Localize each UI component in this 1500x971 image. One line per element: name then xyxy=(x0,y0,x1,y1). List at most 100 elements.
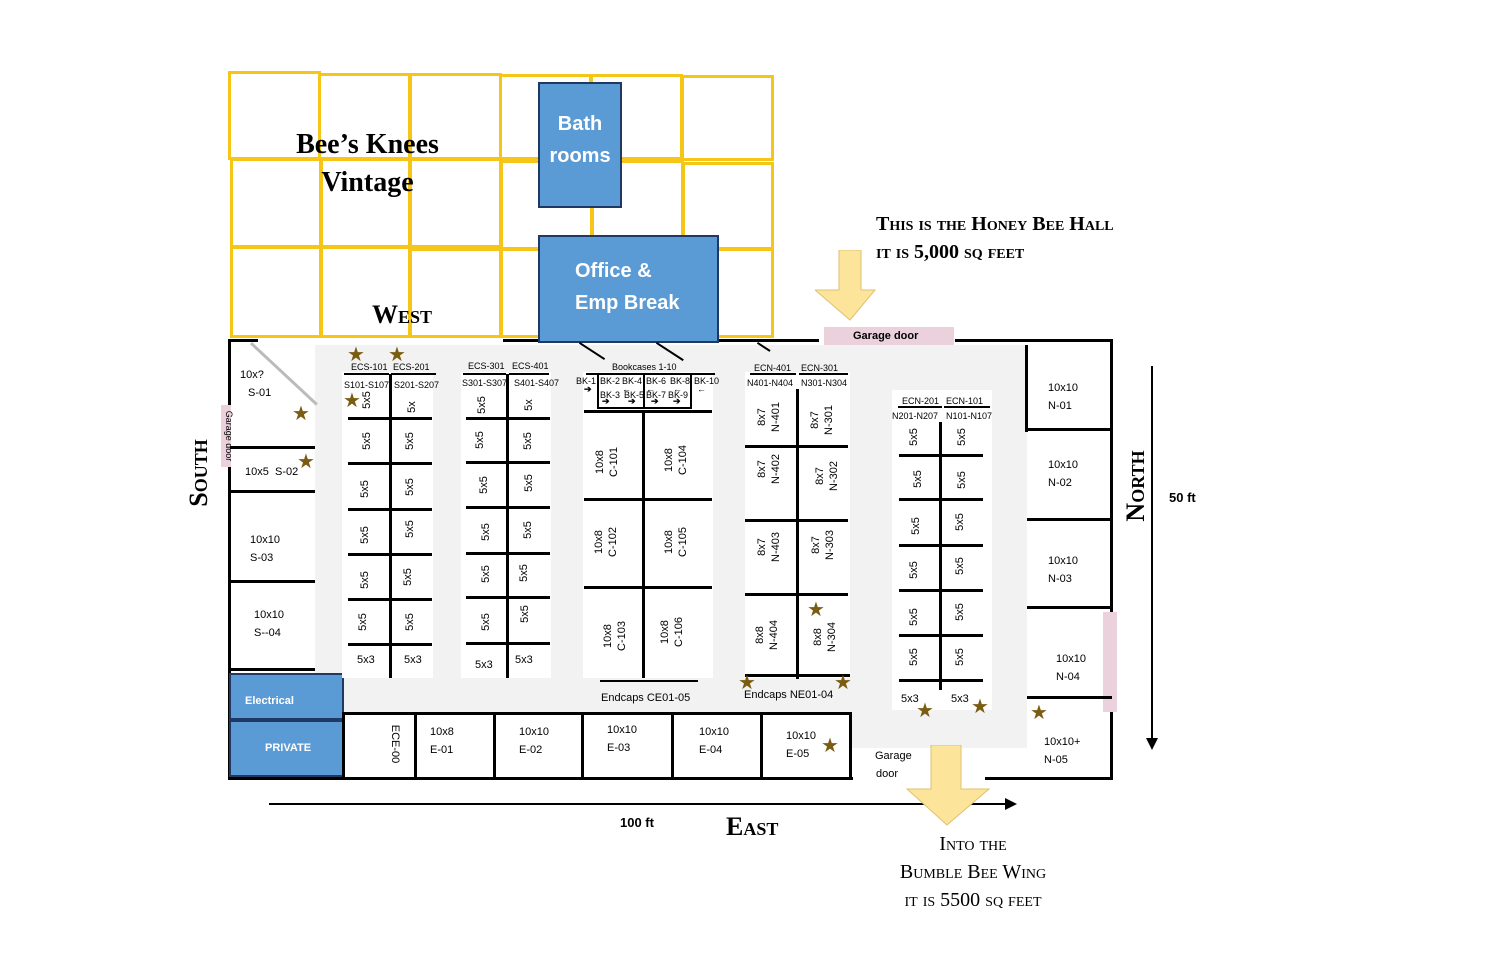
aisle1-r4: 5x5 xyxy=(404,520,416,538)
aisle4-header-4: N101-N107 xyxy=(946,411,993,421)
bathrooms-block: Bath rooms xyxy=(538,82,622,208)
bk-1: BK-1 xyxy=(576,376,597,386)
aisle1-r6: 5x5 xyxy=(404,613,416,631)
bk-2: BK-2 xyxy=(600,376,621,386)
aisle4-l5: 5x5 xyxy=(908,608,920,626)
direction-east: East xyxy=(726,812,779,841)
aisle1-l4: 5x5 xyxy=(359,526,371,544)
booth-s01-size: 10x? xyxy=(240,369,264,381)
aisle1-header-1: ECS-101 xyxy=(351,362,388,372)
wall-east-right xyxy=(985,777,1113,780)
wall-east-left xyxy=(228,777,853,780)
aisle3-header-3: N401-N404 xyxy=(747,378,794,388)
office-label-2: Emp Break xyxy=(575,292,680,314)
aisle1-r2: 5x5 xyxy=(404,432,416,450)
booth-n04-id: N-04 xyxy=(1056,671,1080,683)
aisle4-l6: 5x5 xyxy=(908,648,920,666)
aisle1-b1: 5x3 xyxy=(357,654,375,666)
endcaps-ce: Endcaps CE01-05 xyxy=(601,692,691,704)
office-block: Office & Emp Break xyxy=(538,235,719,343)
garage-door-left[interactable] xyxy=(221,405,231,467)
garage-door-bottom-label-1: Garage xyxy=(875,750,912,762)
garage-door-top[interactable] xyxy=(824,327,954,345)
star-icon: ★ xyxy=(292,403,310,425)
aisle1-l2: 5x5 xyxy=(361,432,373,450)
aisle2-r5: 5x5 xyxy=(518,564,530,582)
star-icon: ★ xyxy=(821,735,839,757)
aisle4-r4: 5x5 xyxy=(954,557,966,575)
dimension-arrow-vertical xyxy=(1151,366,1153,741)
bathrooms-label-1: Bath xyxy=(557,113,603,135)
booth-n05-size: 10x10+ xyxy=(1044,736,1081,748)
booth-e03-size: 10x10 xyxy=(607,724,637,736)
garage-door-left-label: Garage door xyxy=(224,410,234,462)
star-icon: ★ xyxy=(807,599,825,621)
aisle2-l2: 5x5 xyxy=(474,431,486,449)
booth-s03-id: S-03 xyxy=(250,552,274,564)
aisle2-r2: 5x5 xyxy=(522,432,534,450)
star-icon: ★ xyxy=(297,451,315,473)
aisle2-header-2: ECS-401 xyxy=(512,361,549,371)
booth-s03-size: 10x10 xyxy=(250,534,280,546)
hall-note-2: it is 5,000 sq feet xyxy=(876,241,1025,263)
aisle3-header-1: ECN-401 xyxy=(754,363,792,373)
bk-10: BK-10 xyxy=(694,376,720,386)
aisle4-b2: 5x3 xyxy=(951,693,969,705)
star-icon: ★ xyxy=(1030,702,1048,724)
wing-note: Into the Bumble Bee Wing it is 5500 sq f… xyxy=(874,830,1072,914)
garage-door-bottom-label-2: door xyxy=(876,768,899,780)
booth-n04-size: 10x10 xyxy=(1056,653,1086,665)
wall-north xyxy=(1110,339,1113,779)
booth-e03-id: E-03 xyxy=(607,742,631,754)
aisle4-header-3: N201-N207 xyxy=(892,411,939,421)
aisle4-r2: 5x5 xyxy=(956,471,968,489)
private-label: PRIVATE xyxy=(265,742,312,754)
aisle1-header-2: ECS-201 xyxy=(393,362,430,372)
aisle4-l3: 5x5 xyxy=(910,517,922,535)
garage-door-north[interactable] xyxy=(1103,612,1117,712)
aisle1-l1: 5x5 xyxy=(361,391,373,409)
vintage-title-line1: Bee’s Knees xyxy=(296,129,439,160)
aisle2-l5: 5x5 xyxy=(480,565,492,583)
office-label-1: Office & xyxy=(575,260,652,282)
aisle2-l1: 5x5 xyxy=(476,396,488,414)
booth-s02-size: 10x5 xyxy=(245,466,269,478)
booth-n01-id: N-01 xyxy=(1048,400,1072,412)
booth-s02-id: S-02 xyxy=(275,466,299,478)
booth-e01-id: E-01 xyxy=(430,744,454,756)
booth-n01-size: 10x10 xyxy=(1048,382,1078,394)
star-icon: ★ xyxy=(347,344,365,366)
dimension-arrow-horizontal xyxy=(269,803,1009,805)
wall-south xyxy=(228,339,231,779)
booth-e05-id: E-05 xyxy=(786,748,810,760)
star-icon: ★ xyxy=(343,390,361,412)
star-icon: ★ xyxy=(834,672,852,694)
wing-arrow-icon xyxy=(905,745,991,826)
hall-note-1: This is the Honey Bee Hall xyxy=(876,213,1114,235)
bk-9: BK-9 xyxy=(668,390,689,400)
booth-n03-id: N-03 xyxy=(1048,573,1072,585)
bk-3: BK-3 xyxy=(600,390,621,400)
aisle4-header-2: ECN-101 xyxy=(946,396,984,406)
booth-e05-size: 10x10 xyxy=(786,730,816,742)
aisle4-l1: 5x5 xyxy=(908,428,920,446)
booth-e04-id: E-04 xyxy=(699,744,723,756)
booth-ece00: ECE-00 xyxy=(389,724,401,764)
aisle1-r5: 5x5 xyxy=(402,568,414,586)
wall-west-left xyxy=(228,339,258,342)
wall-west-far xyxy=(955,339,1113,342)
vintage-title: Bee’s Knees Vintage xyxy=(240,126,495,202)
booth-n02-size: 10x10 xyxy=(1048,459,1078,471)
aisle3-header-2: ECN-301 xyxy=(801,363,839,373)
